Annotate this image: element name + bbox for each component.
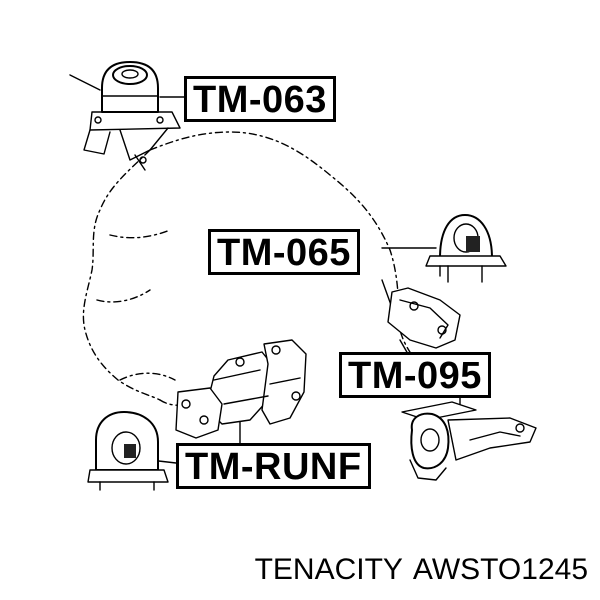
caption-code: AWSTO1245 xyxy=(412,553,588,586)
caption-brand: TENACITY xyxy=(254,553,403,586)
mount-tm-runf xyxy=(87,411,169,491)
mount-tm-065 xyxy=(425,214,507,283)
part-label-tm-063: TM-063 xyxy=(184,76,336,122)
mount-tm-095-lower xyxy=(401,401,537,481)
bracket-tm-095 xyxy=(387,287,461,349)
part-label-tm-runf: TM-RUNF xyxy=(176,443,371,489)
part-label-tm-095: TM-095 xyxy=(339,352,491,398)
center-bracket xyxy=(175,339,307,439)
mount-tm-063 xyxy=(69,61,181,171)
caption: TENACITY AWSTO1245 xyxy=(255,553,588,587)
part-label-tm-065: TM-065 xyxy=(208,229,360,275)
